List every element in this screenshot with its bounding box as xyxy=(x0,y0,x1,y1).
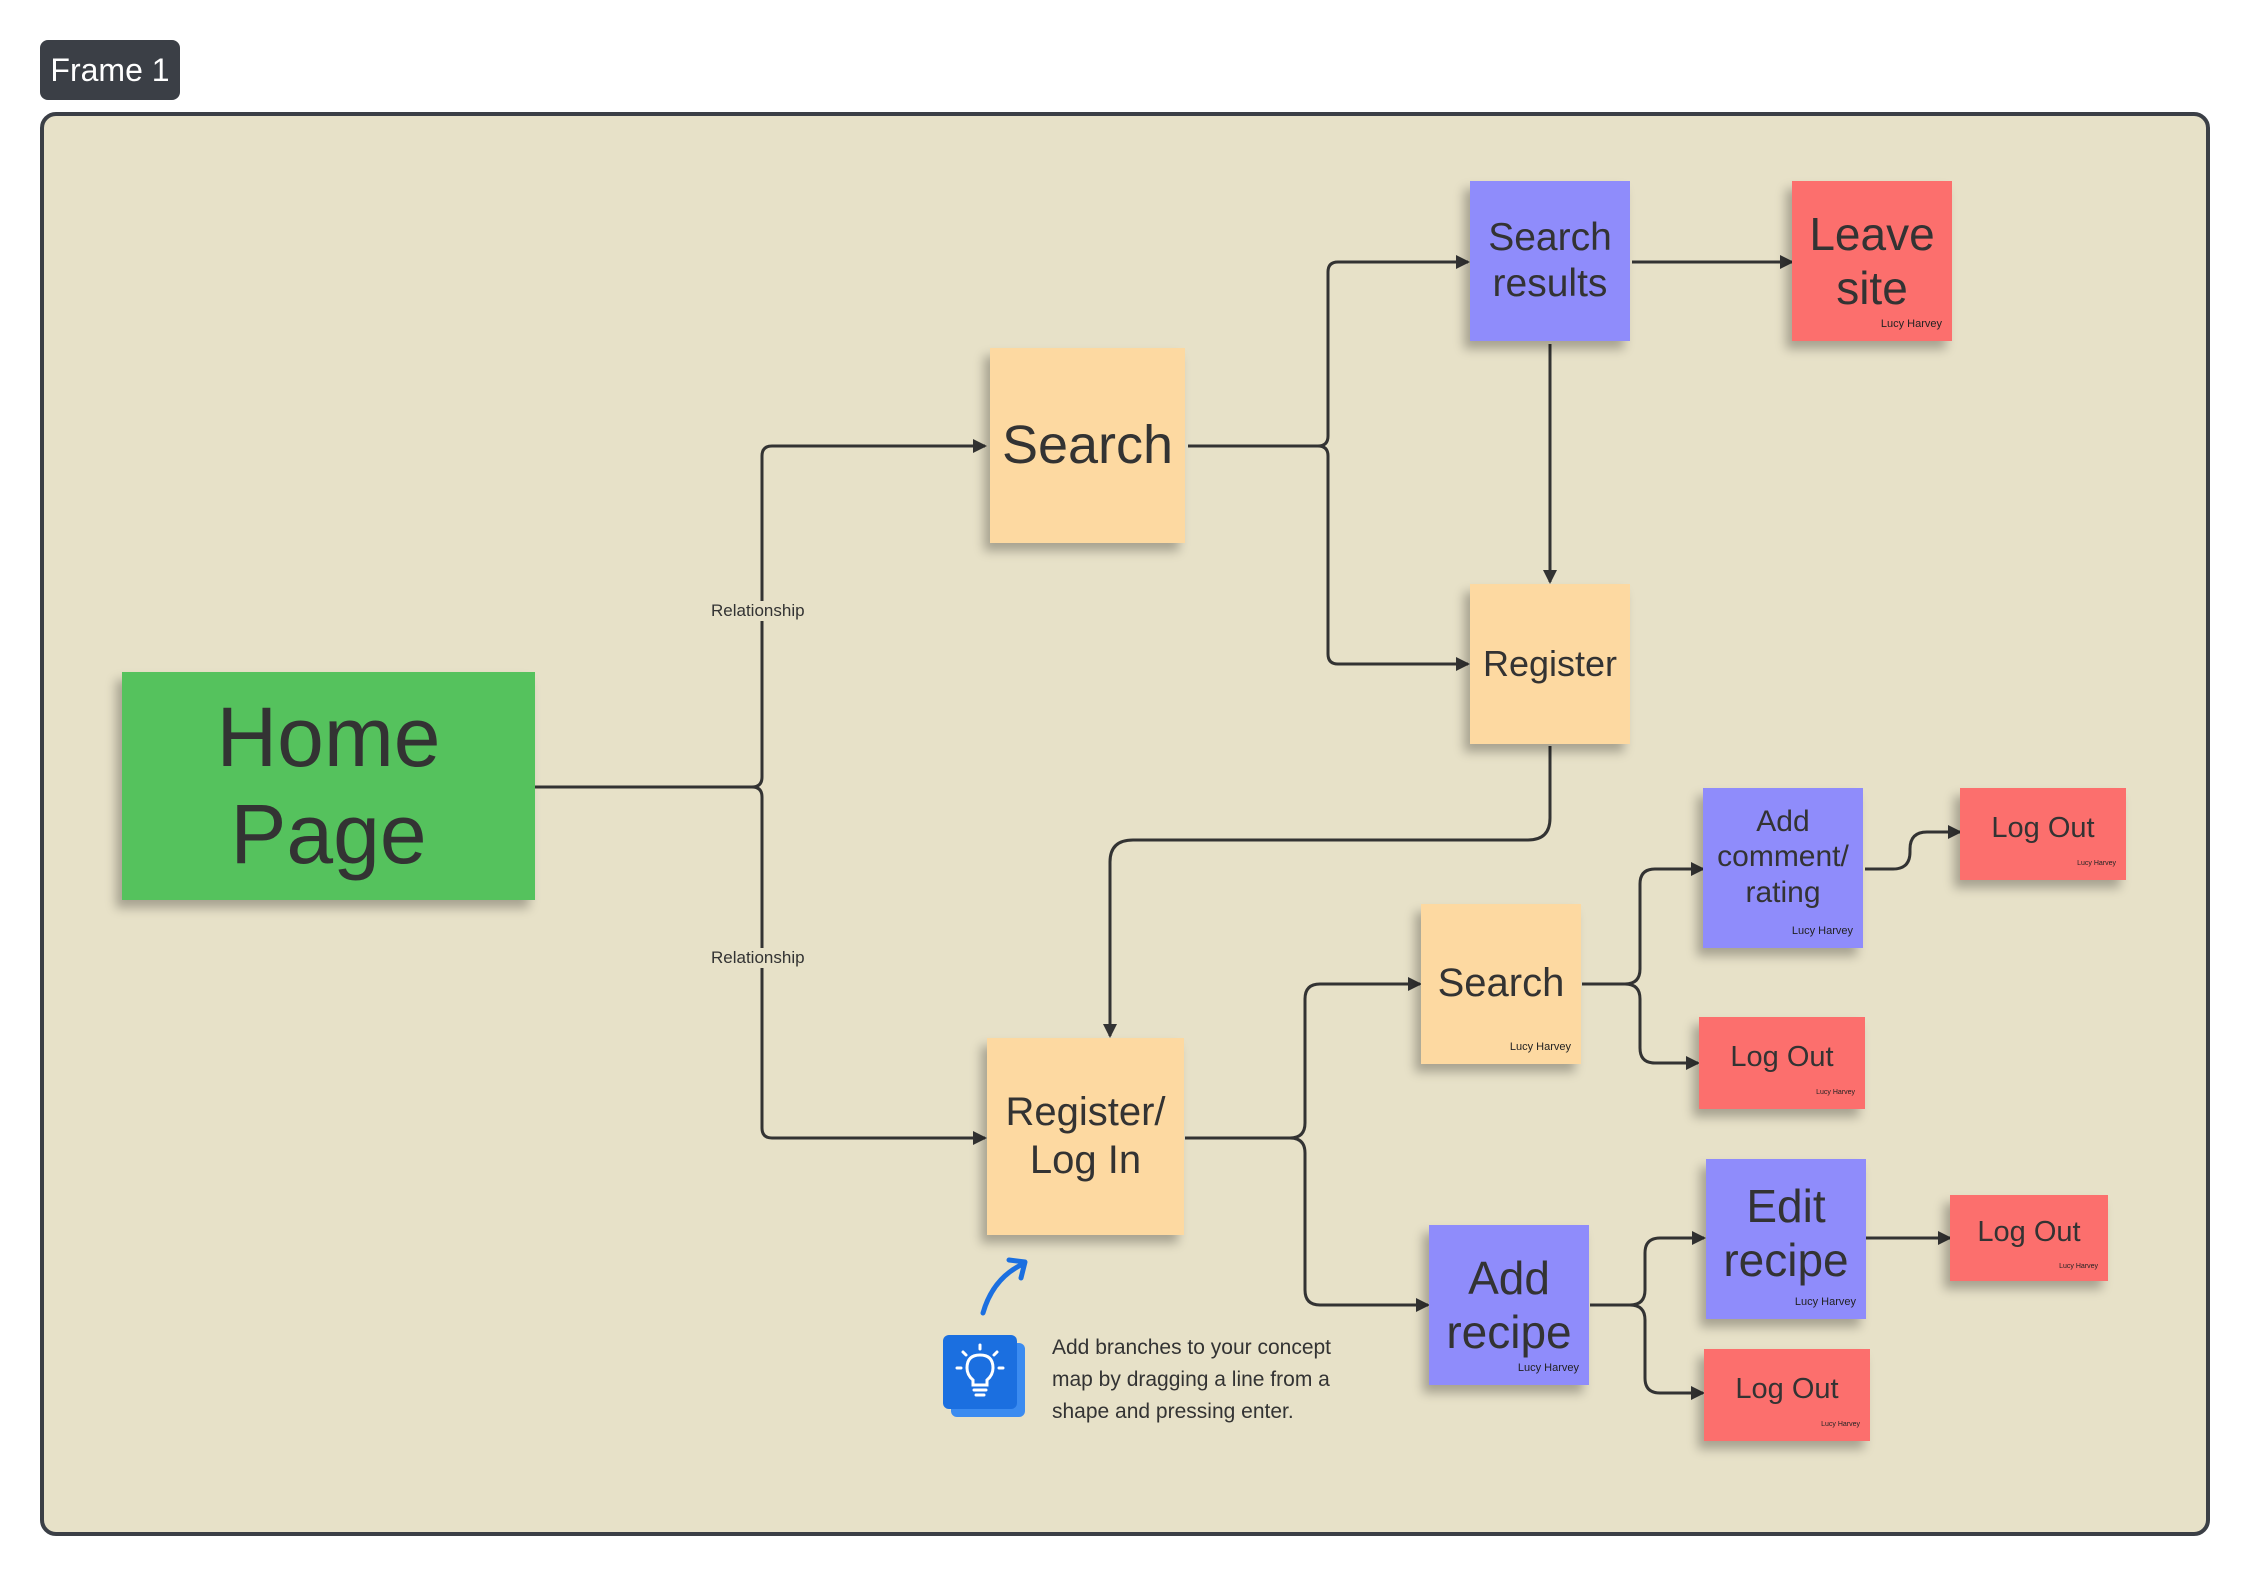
note-label: Search results xyxy=(1488,215,1612,305)
register-note[interactable]: Register xyxy=(1470,584,1630,744)
search-results-note[interactable]: Search results xyxy=(1470,181,1630,341)
note-label: Register xyxy=(1482,642,1618,684)
lightbulb-icon[interactable] xyxy=(943,1335,1025,1417)
logout-note-1[interactable]: Log Out Lucy Harvey xyxy=(1960,788,2126,880)
author-label: Lucy Harvey xyxy=(1794,1296,1856,1309)
author-label: Lucy Harvey xyxy=(1791,925,1853,938)
author-label: Lucy Harvey xyxy=(2077,859,2116,867)
note-label: Search xyxy=(1437,961,1565,1006)
author-label: Lucy Harvey xyxy=(1509,1041,1571,1054)
home-page-note[interactable]: Home Page xyxy=(122,672,535,900)
note-label: Add comment/ rating xyxy=(1717,804,1849,909)
author-label: Lucy Harvey xyxy=(1816,1088,1855,1096)
note-label: Leave site xyxy=(1809,207,1935,314)
tip-text: Add branches to your concept map by drag… xyxy=(1052,1336,1332,1423)
add-comment-note[interactable]: Add comment/ rating Lucy Harvey xyxy=(1703,788,1863,948)
curved-arrow-icon xyxy=(980,1257,1028,1316)
leave-site-note[interactable]: Leave site Lucy Harvey xyxy=(1792,181,1952,341)
note-label: Log Out xyxy=(1977,1215,2081,1248)
note-label: Edit recipe xyxy=(1723,1179,1849,1286)
logout-note-3[interactable]: Log Out Lucy Harvey xyxy=(1950,1195,2108,1281)
note-label: Search xyxy=(1001,414,1174,475)
note-label: Add recipe xyxy=(1446,1251,1572,1358)
relationship-label-top[interactable]: Relationship xyxy=(707,601,809,621)
author-label: Lucy Harvey xyxy=(1517,1362,1579,1375)
note-label: Home Page xyxy=(216,690,441,881)
author-label: Lucy Harvey xyxy=(1880,318,1942,331)
edit-recipe-note[interactable]: Edit recipe Lucy Harvey xyxy=(1706,1159,1866,1319)
logout-note-2[interactable]: Log Out Lucy Harvey xyxy=(1699,1017,1865,1109)
note-label: Register/ Log In xyxy=(1005,1090,1166,1182)
search-logged-in-note[interactable]: Search Lucy Harvey xyxy=(1421,904,1581,1064)
frame-label[interactable]: Frame 1 xyxy=(40,40,180,100)
note-label: Log Out xyxy=(1730,1040,1834,1073)
note-label: Log Out xyxy=(1991,811,2095,844)
register-login-note[interactable]: Register/ Log In xyxy=(987,1038,1184,1235)
note-label: Log Out xyxy=(1735,1372,1839,1405)
logout-note-4[interactable]: Log Out Lucy Harvey xyxy=(1704,1349,1870,1441)
search-note[interactable]: Search xyxy=(990,348,1185,543)
author-label: Lucy Harvey xyxy=(1821,1420,1860,1428)
relationship-label-bottom[interactable]: Relationship xyxy=(707,948,809,968)
add-recipe-note[interactable]: Add recipe Lucy Harvey xyxy=(1429,1225,1589,1385)
author-label: Lucy Harvey xyxy=(2059,1262,2098,1270)
